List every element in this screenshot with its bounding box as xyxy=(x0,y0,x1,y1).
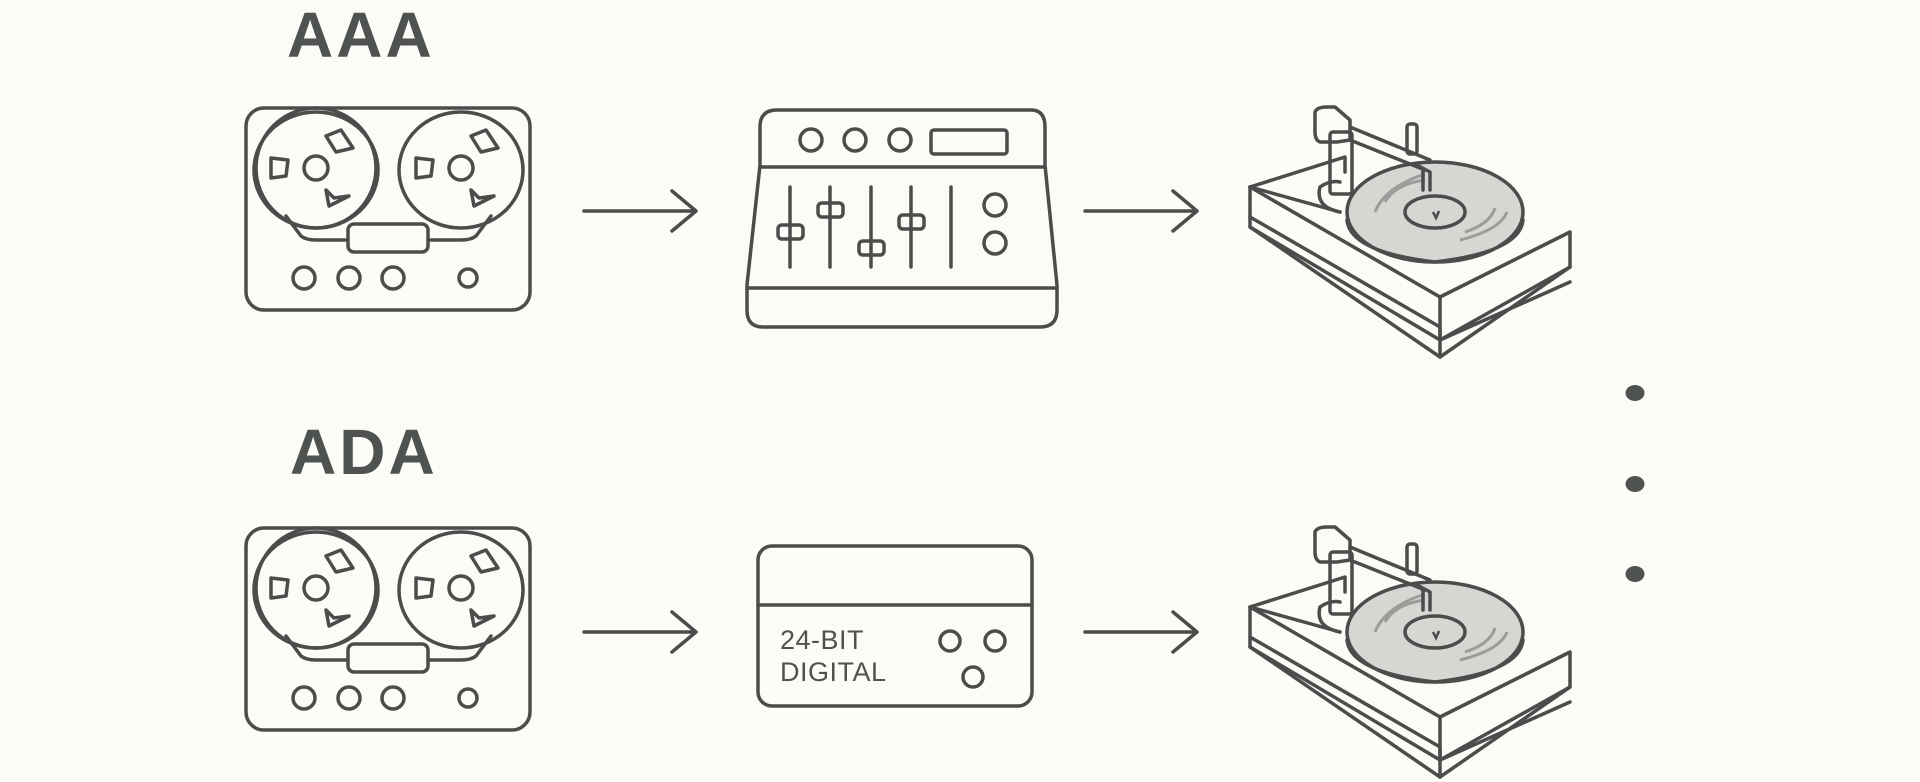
row-label-ada: ADA xyxy=(290,416,438,488)
arrow-right-icon xyxy=(582,610,698,654)
tape-recorder-icon xyxy=(244,106,532,312)
turntable-icon xyxy=(1248,525,1572,779)
digital-processor-icon: 24-BIT DIGITAL xyxy=(756,544,1034,708)
mixing-console-icon xyxy=(745,108,1059,329)
tape-recorder-icon xyxy=(244,526,532,732)
digital-label-line1: 24-BIT xyxy=(780,625,864,655)
arrow-right-icon xyxy=(582,189,698,233)
ellipsis-dot xyxy=(1625,476,1645,492)
turntable-icon xyxy=(1248,105,1572,359)
ellipsis-dot xyxy=(1625,566,1645,582)
vertical-ellipsis-icon xyxy=(1625,385,1645,582)
digital-label-line2: DIGITAL xyxy=(780,657,887,687)
ellipsis-dot xyxy=(1625,385,1645,401)
row-label-aaa: AAA xyxy=(287,0,435,71)
arrow-right-icon xyxy=(1083,610,1199,654)
arrow-right-icon xyxy=(1083,189,1199,233)
